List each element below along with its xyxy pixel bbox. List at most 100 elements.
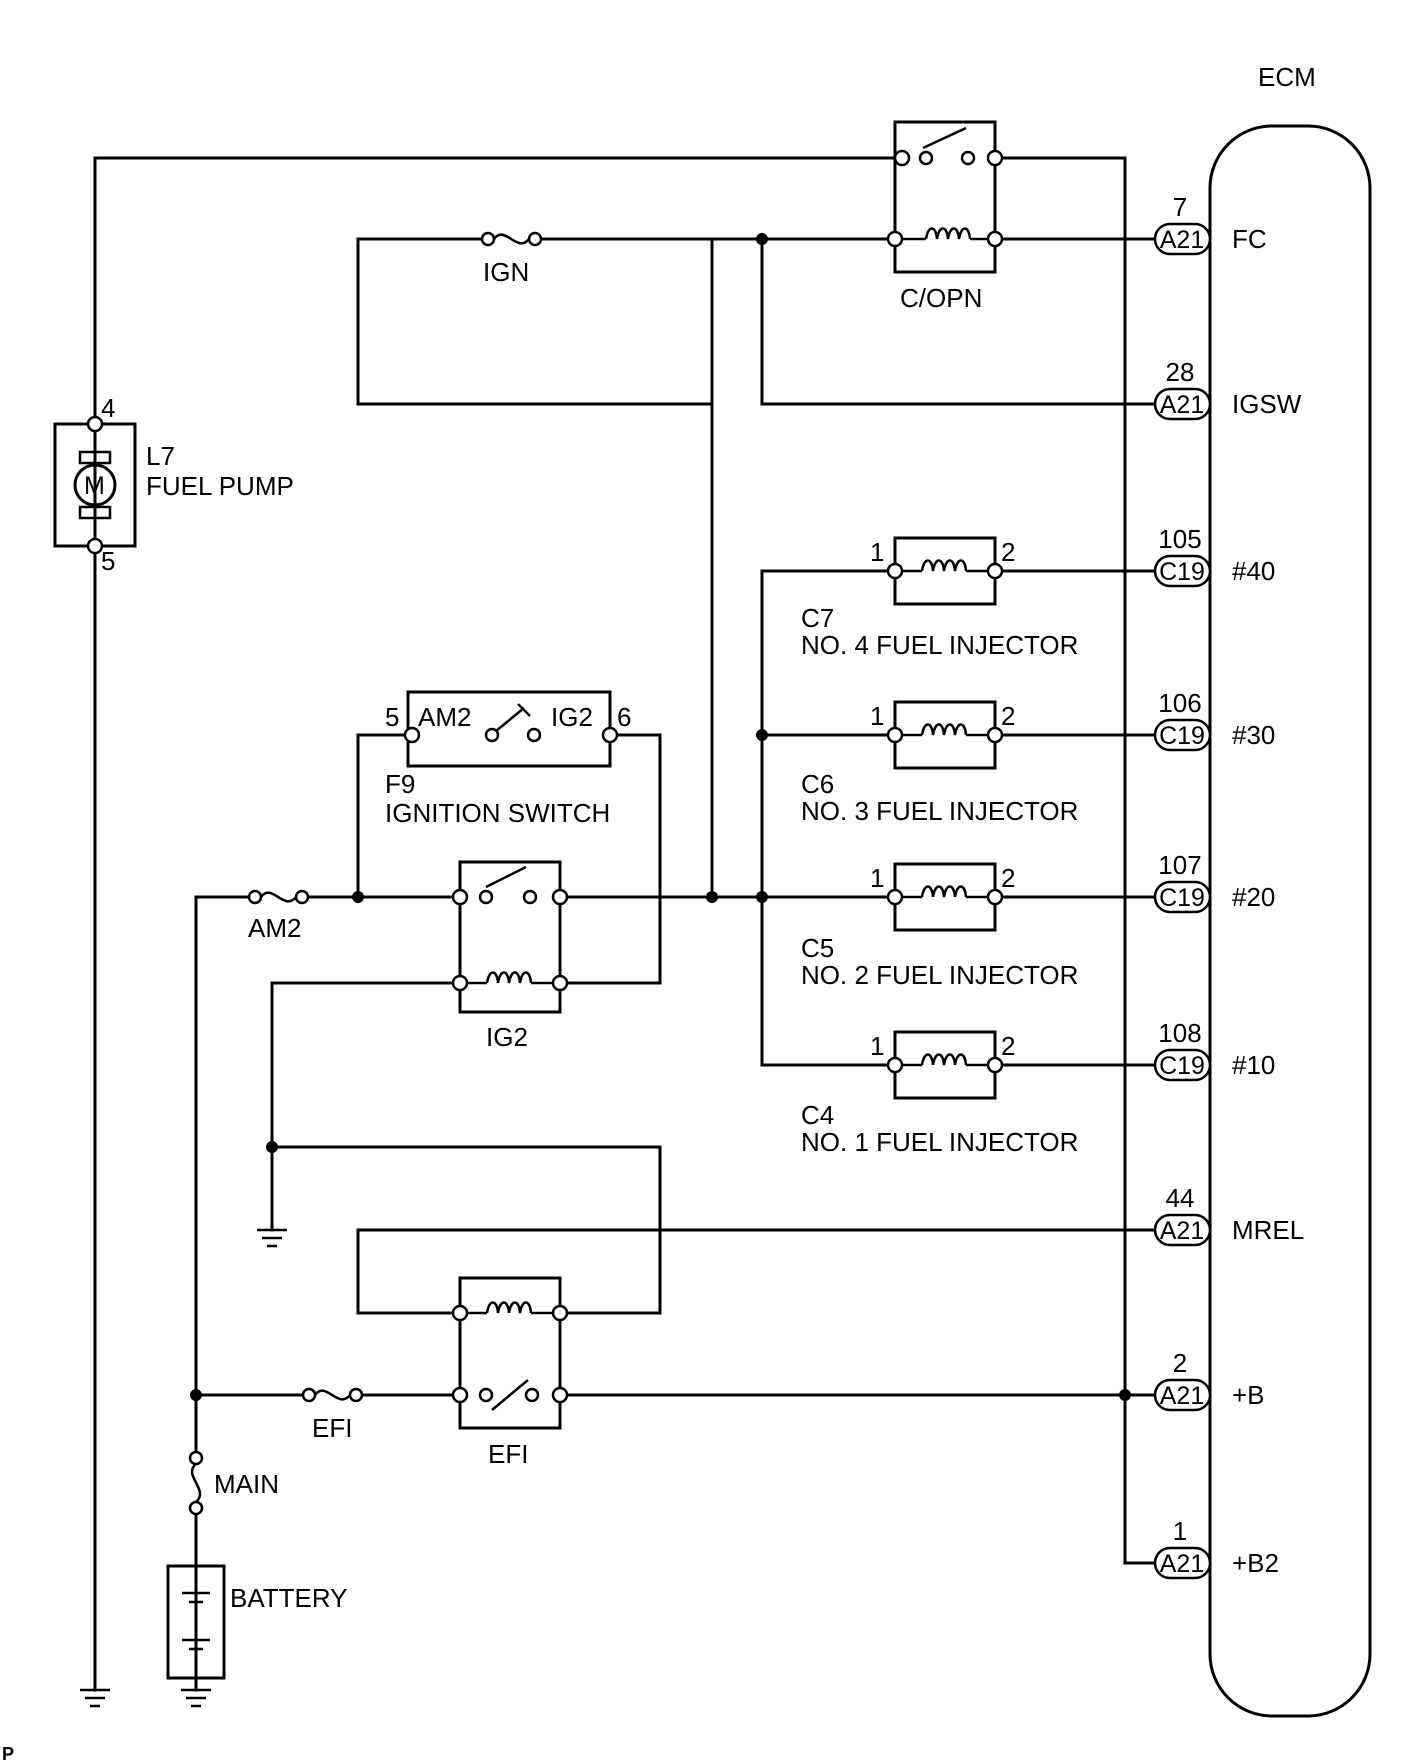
ecm-body <box>1208 124 1372 1718</box>
injector-2 <box>886 862 1004 932</box>
connector-code: C19 <box>1159 722 1205 750</box>
pin-number: 105 <box>1158 524 1201 554</box>
pin-number: 107 <box>1158 850 1201 880</box>
injector-3-pin2: 2 <box>1001 701 1015 731</box>
efi-relay-label: EFI <box>488 1439 528 1469</box>
fuel-pump <box>53 415 137 555</box>
injector-4 <box>886 536 1004 606</box>
pin-number: 7 <box>1173 192 1187 222</box>
wire-ig2-coil-ground <box>270 981 462 1232</box>
fuel-pump-name: FUEL PUMP <box>146 471 294 501</box>
wire-b2-bus <box>993 156 1157 1565</box>
ground-icon <box>257 1228 287 1248</box>
pin-number: 44 <box>1166 1183 1195 1213</box>
injector-4-pin2: 2 <box>1001 537 1015 567</box>
ignition-switch-name: IGNITION SWITCH <box>385 798 610 828</box>
copn-relay-label: C/OPN <box>900 283 982 313</box>
pin-number: 108 <box>1158 1018 1201 1048</box>
wire-ign-fuse-out <box>536 237 714 406</box>
motor-icon <box>73 463 117 507</box>
battery-label: BATTERY <box>230 1583 348 1613</box>
connector-tag <box>1153 387 1212 421</box>
ignition-switch-label-am2: AM2 <box>418 702 471 732</box>
injector-1-pin2: 2 <box>1001 1031 1015 1061</box>
connector-code: A21 <box>1160 1550 1204 1578</box>
injector-2-pin1: 1 <box>870 863 884 893</box>
junction-dot <box>756 233 768 245</box>
junction-dot <box>352 891 364 903</box>
main-fuse <box>188 1450 204 1516</box>
injector-2-code: C5 <box>801 933 834 963</box>
wire-fuel-pump-feed <box>93 156 897 1692</box>
fuel-pump-motor-symbol: M <box>84 472 105 500</box>
wire-mrel <box>356 1228 1157 1315</box>
fuel-pump-pin-top: 4 <box>101 393 115 423</box>
injector-4-pin1: 1 <box>870 537 884 567</box>
connector-tag <box>1153 1048 1212 1082</box>
connector-tag <box>1153 718 1212 752</box>
pin-name: IGSW <box>1232 389 1302 419</box>
connector-tag <box>1153 1213 1212 1247</box>
injector-3-name: NO. 3 FUEL INJECTOR <box>801 796 1078 826</box>
injector-1-pin1: 1 <box>870 1031 884 1061</box>
injector-2-name: NO. 2 FUEL INJECTOR <box>801 960 1078 990</box>
ignition-switch-code: F9 <box>385 769 415 799</box>
ign-fuse <box>480 231 543 247</box>
pin-number: 28 <box>1166 357 1195 387</box>
ignition-switch-pin-right: 6 <box>617 702 631 732</box>
ignition-switch-pin-left: 5 <box>385 702 399 732</box>
efi-relay <box>451 1276 569 1430</box>
pin-number: 1 <box>1173 1516 1187 1546</box>
corner-mark: P <box>2 1744 14 1763</box>
ecm-pin: A21 7FC <box>1153 192 1267 256</box>
connector-code: A21 <box>1160 391 1204 419</box>
injector-3 <box>886 700 1004 770</box>
connector-code: C19 <box>1159 1052 1205 1080</box>
main-fuse-label: MAIN <box>214 1469 279 1499</box>
wire-ignsw-out <box>558 733 662 985</box>
pin-name: #30 <box>1232 720 1275 750</box>
ig2-relay <box>451 860 569 1014</box>
connector-tag <box>1153 554 1212 588</box>
ig2-relay-label: IG2 <box>486 1022 528 1052</box>
ecm-pin: A21 1 +B2 <box>1153 1516 1279 1580</box>
battery <box>166 1564 226 1680</box>
injector-3-code: C6 <box>801 769 834 799</box>
ecm-pin: C19 106 #30 <box>1153 688 1275 752</box>
pin-name: +B2 <box>1232 1548 1279 1578</box>
fuel-pump-pin-bottom: 5 <box>101 546 115 576</box>
connector-code: A21 <box>1160 1382 1204 1410</box>
injector-4-name: NO. 4 FUEL INJECTOR <box>801 630 1078 660</box>
injector-3-pin1: 1 <box>870 701 884 731</box>
junction-dot <box>266 1141 278 1153</box>
ign-fuse-label: IGN <box>483 257 529 287</box>
injector-1-code: C4 <box>801 1100 834 1130</box>
pin-name: #20 <box>1232 882 1275 912</box>
copn-relay <box>886 120 1004 274</box>
junction-dot <box>756 729 768 741</box>
connector-code: A21 <box>1160 226 1204 254</box>
connector-tag <box>1153 1378 1212 1412</box>
ignition-switch-label-ig2: IG2 <box>551 702 593 732</box>
ignition-switch <box>403 690 619 768</box>
pin-name: #40 <box>1232 556 1275 586</box>
efi-fuse-label: EFI <box>312 1413 352 1443</box>
pin-name: FC <box>1232 224 1267 254</box>
ecm-pin: C19 108 #10 <box>1153 1018 1275 1082</box>
fuel-pump-code: L7 <box>146 441 175 471</box>
pin-name: #10 <box>1232 1050 1275 1080</box>
efi-fuse <box>301 1387 364 1403</box>
am2-fuse <box>247 889 310 905</box>
am2-fuse-label: AM2 <box>248 913 301 943</box>
wire-ign-fuse-in <box>356 237 714 406</box>
injector-1 <box>886 1030 1004 1100</box>
injector-4-code: C7 <box>801 603 834 633</box>
connector-tag <box>1153 880 1212 914</box>
junction-dot <box>190 1389 202 1401</box>
pin-number: 106 <box>1158 688 1201 718</box>
wire-am2-feed <box>194 895 252 1397</box>
